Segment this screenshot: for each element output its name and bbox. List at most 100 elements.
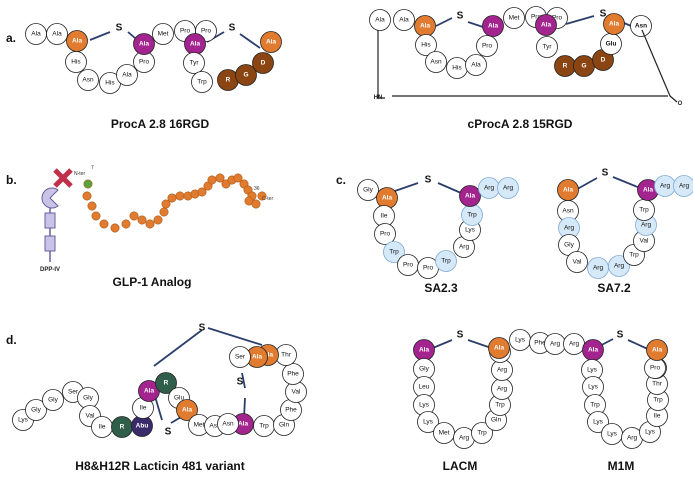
residue-node: Asn bbox=[77, 69, 99, 91]
residue-label: Thr bbox=[652, 381, 663, 388]
residue-node: Arg bbox=[544, 333, 566, 355]
residue-label: Val bbox=[640, 238, 649, 245]
residue-label: Pro bbox=[380, 231, 391, 238]
glp1-residue-dot bbox=[153, 215, 163, 225]
bond-line bbox=[153, 329, 203, 367]
residue-node: R bbox=[155, 372, 177, 394]
residue-node: G bbox=[235, 64, 257, 86]
residue-label: Met bbox=[158, 31, 169, 38]
residue-label: Lys bbox=[607, 431, 618, 438]
residue-node: D bbox=[252, 52, 274, 74]
residue-label: Thr bbox=[281, 352, 292, 359]
sulfur-label: S bbox=[425, 175, 432, 186]
residue-node: Lys bbox=[509, 329, 531, 351]
residue-label: Gly bbox=[564, 242, 575, 249]
residue-label: Arg bbox=[569, 341, 580, 348]
residue-label: G bbox=[581, 63, 586, 70]
residue-label: Glu bbox=[174, 395, 185, 402]
residue-node: Arg bbox=[497, 177, 519, 199]
residue-node: Glu bbox=[600, 33, 622, 55]
residue-node: Arg bbox=[654, 175, 676, 197]
residue-label: His bbox=[421, 42, 431, 49]
residue-node: His bbox=[65, 51, 87, 73]
residue-node: Lys bbox=[417, 411, 439, 433]
residue-label: Ala bbox=[238, 421, 249, 428]
residue-node: Trp bbox=[461, 204, 483, 226]
residue-label: Asn bbox=[430, 59, 442, 66]
residue-node: Pro bbox=[476, 35, 498, 57]
residue-label: Gln bbox=[491, 417, 502, 424]
residue-node: Lys bbox=[587, 411, 609, 433]
residue-node: Tyr bbox=[183, 52, 205, 74]
label-lacm: LACM bbox=[443, 459, 478, 473]
glp1-start-number: 7 bbox=[91, 165, 94, 171]
residue-label: Trp bbox=[495, 402, 505, 409]
sulfur-label: S bbox=[457, 11, 464, 22]
residue-label: Arg bbox=[550, 341, 561, 348]
oxygen-label: O bbox=[678, 101, 683, 107]
residue-label: Ala bbox=[122, 72, 132, 79]
residue-label: Ala bbox=[139, 41, 150, 48]
residue-node: Lys bbox=[601, 423, 623, 445]
residue-label: His bbox=[105, 80, 115, 87]
residue-node: Arg bbox=[453, 427, 475, 449]
glp1-residue-dot bbox=[233, 173, 243, 183]
residue-label: Ala bbox=[266, 39, 277, 46]
residue-label: Lys bbox=[465, 227, 476, 234]
residue-node: His bbox=[446, 57, 468, 79]
residue-label: Asn bbox=[222, 421, 234, 428]
residue-label: Gly bbox=[419, 366, 430, 373]
sulfur-label: S bbox=[165, 427, 172, 438]
residue-label: Trp bbox=[441, 258, 451, 265]
residue-label: Leu bbox=[419, 384, 430, 391]
residue-label: Ala bbox=[382, 195, 393, 202]
residue-label: R bbox=[120, 424, 125, 431]
residue-node: Ala bbox=[46, 23, 68, 45]
residue-node: Trp bbox=[253, 415, 275, 437]
residue-node: Arg bbox=[608, 255, 630, 277]
residue-label: Lys bbox=[515, 337, 526, 344]
sulfur-label: S bbox=[600, 9, 607, 20]
dpp-iv-label: DPP-IV bbox=[40, 267, 60, 273]
residue-node: Ala bbox=[116, 64, 138, 86]
bond-line bbox=[239, 33, 261, 49]
label-lacticin: H8&H12R Lacticin 481 variant bbox=[75, 459, 244, 473]
residue-node: Arg bbox=[491, 378, 513, 400]
residue-node: Ala bbox=[184, 33, 206, 55]
residue-node: Asn bbox=[630, 15, 652, 37]
bond-line bbox=[391, 182, 419, 193]
residue-label: Gly bbox=[363, 187, 374, 194]
residue-node: Ala bbox=[557, 179, 579, 201]
residue-label: D bbox=[261, 60, 266, 67]
glp1-residue-dot bbox=[161, 199, 171, 209]
residue-label: Gly bbox=[31, 407, 42, 414]
residue-label: Trp bbox=[259, 423, 269, 430]
residue-label: Lys bbox=[419, 402, 430, 409]
residue-label: Trp bbox=[590, 402, 600, 409]
glp1-residue-dot bbox=[207, 175, 217, 185]
residue-node: Trp bbox=[633, 199, 655, 221]
residue-label: Arg bbox=[459, 244, 470, 251]
residue-label: Arg bbox=[497, 367, 508, 374]
residue-label: Pro bbox=[139, 59, 150, 66]
sulfur-label: S bbox=[116, 23, 123, 34]
residue-label: Lys bbox=[18, 417, 29, 424]
residue-node: Ala bbox=[413, 339, 435, 361]
residue-label: Ala bbox=[494, 345, 505, 352]
residue-label: Arg bbox=[614, 263, 625, 270]
residue-label: Tyr bbox=[542, 44, 552, 51]
glp1-residue-dot bbox=[121, 219, 131, 229]
residue-node: Ala bbox=[376, 187, 398, 209]
glp1-residue-dot bbox=[159, 207, 169, 217]
residue-node: Ala bbox=[582, 339, 604, 361]
residue-label: Phe bbox=[287, 371, 299, 378]
residue-label: His bbox=[452, 65, 462, 72]
residue-node: G bbox=[573, 55, 595, 77]
residue-node: Pro bbox=[397, 254, 419, 276]
bond-line bbox=[89, 31, 111, 41]
residue-label: Ile bbox=[140, 405, 147, 412]
residue-label: Ala bbox=[52, 31, 62, 38]
residue-node: Ala bbox=[393, 9, 415, 31]
residue-node: Ala bbox=[535, 14, 557, 36]
